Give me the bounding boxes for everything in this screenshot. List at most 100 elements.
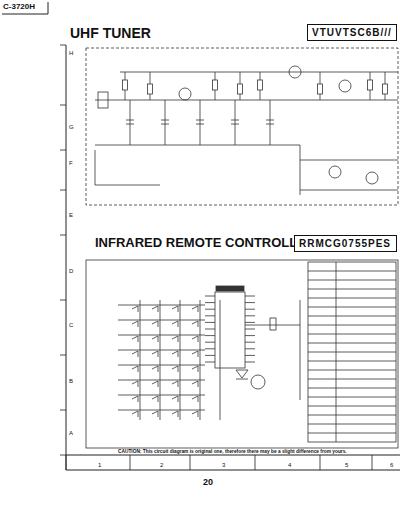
wire-line [126, 120, 134, 121]
wire-line [308, 280, 396, 281]
wire-line [245, 315, 255, 316]
wire-line [266, 124, 274, 125]
wire-line [132, 321, 138, 324]
wire-line [205, 315, 215, 316]
wire-line [132, 411, 138, 414]
component-symbol [308, 262, 396, 442]
wire-line [308, 334, 396, 335]
wire-line [245, 342, 255, 343]
wire-line [160, 300, 161, 420]
wire-line [140, 300, 141, 420]
wire-line [152, 306, 158, 309]
wire-line [196, 124, 204, 125]
transistor-symbol [289, 66, 301, 78]
wire-line [126, 124, 134, 125]
wire-line [308, 316, 396, 317]
wire-line [231, 120, 239, 121]
wire-line [95, 185, 160, 186]
wire-line [95, 145, 300, 146]
component-symbol [215, 292, 245, 368]
grid-number: 5 [345, 462, 348, 469]
wire-line [60, 455, 66, 456]
component-symbol [383, 84, 388, 94]
wire-line [308, 352, 396, 353]
wire-line [192, 381, 198, 384]
wire-line [158, 396, 159, 402]
grid-letter: G [69, 124, 74, 131]
wire-line [178, 381, 179, 387]
caution-note: CAUTION: This circuit diagram is origina… [118, 449, 347, 454]
wire-line [308, 289, 396, 290]
component-symbol [368, 80, 373, 90]
wire-line [118, 350, 205, 351]
wire-line [308, 307, 396, 308]
wire-line [120, 72, 398, 73]
wire-line [308, 325, 396, 326]
wire-line [138, 336, 139, 342]
wire-line [165, 100, 166, 145]
wire-line [205, 342, 215, 343]
wire-line [60, 300, 66, 301]
component-symbol [238, 84, 243, 94]
wire-line [266, 120, 274, 121]
wire-line [152, 336, 158, 339]
wire-line [196, 120, 204, 121]
wire-line [308, 361, 396, 362]
wire-line [60, 355, 66, 356]
transistor-symbol [251, 375, 265, 389]
wire-line [2, 14, 48, 15]
wire-line [152, 321, 158, 324]
wire-line [66, 455, 400, 456]
wire-line [245, 296, 255, 297]
model-number: C-3720H [3, 3, 35, 12]
wire-line [138, 396, 139, 402]
wire-line [192, 351, 198, 354]
wire-line [205, 362, 215, 363]
component-symbol [98, 92, 108, 108]
wire-line [178, 321, 179, 327]
wire-line [236, 379, 248, 380]
wire-line [308, 415, 396, 416]
wire-line [245, 322, 255, 323]
wire-line [198, 351, 199, 357]
wire-line [138, 351, 139, 357]
component-symbol [148, 84, 153, 94]
wire-line [308, 298, 396, 299]
wire-line [152, 396, 158, 399]
component-symbol [216, 286, 244, 291]
wire-line [245, 348, 255, 349]
transistor-symbol [366, 172, 378, 184]
wire-line [205, 322, 215, 323]
wire-line [308, 343, 396, 344]
component-symbol [213, 80, 218, 90]
part-number: RRMCG0755PES [299, 238, 392, 249]
wire-line [60, 235, 66, 236]
section-heading: INFRARED REMOTE CONTROLLER [95, 236, 315, 250]
wire-line [158, 381, 159, 387]
wire-line [138, 381, 139, 387]
wire-line [158, 336, 159, 342]
wire-line [138, 321, 139, 327]
wire-line [198, 396, 199, 402]
component-symbol [86, 260, 398, 448]
wire-line [118, 380, 205, 381]
wire-line [132, 336, 138, 339]
part-number: VTUVTSC6B/// [312, 27, 392, 38]
wire-line [138, 306, 139, 312]
wire-line [320, 455, 321, 470]
wire-line [205, 309, 215, 310]
component-symbol [86, 48, 398, 205]
wire-line [198, 306, 199, 312]
key-matrix [118, 271, 396, 433]
grid-letter: A [69, 430, 73, 437]
wire-line [372, 455, 373, 470]
wire-line [192, 336, 198, 339]
section-heading: UHF TUNER [70, 26, 151, 41]
wire-line [60, 45, 66, 46]
uhf-components [123, 72, 388, 145]
wire-line [132, 381, 138, 384]
wire-line [205, 329, 215, 330]
wire-line [152, 381, 158, 384]
wire-line [60, 105, 66, 106]
wire-line [178, 411, 179, 417]
